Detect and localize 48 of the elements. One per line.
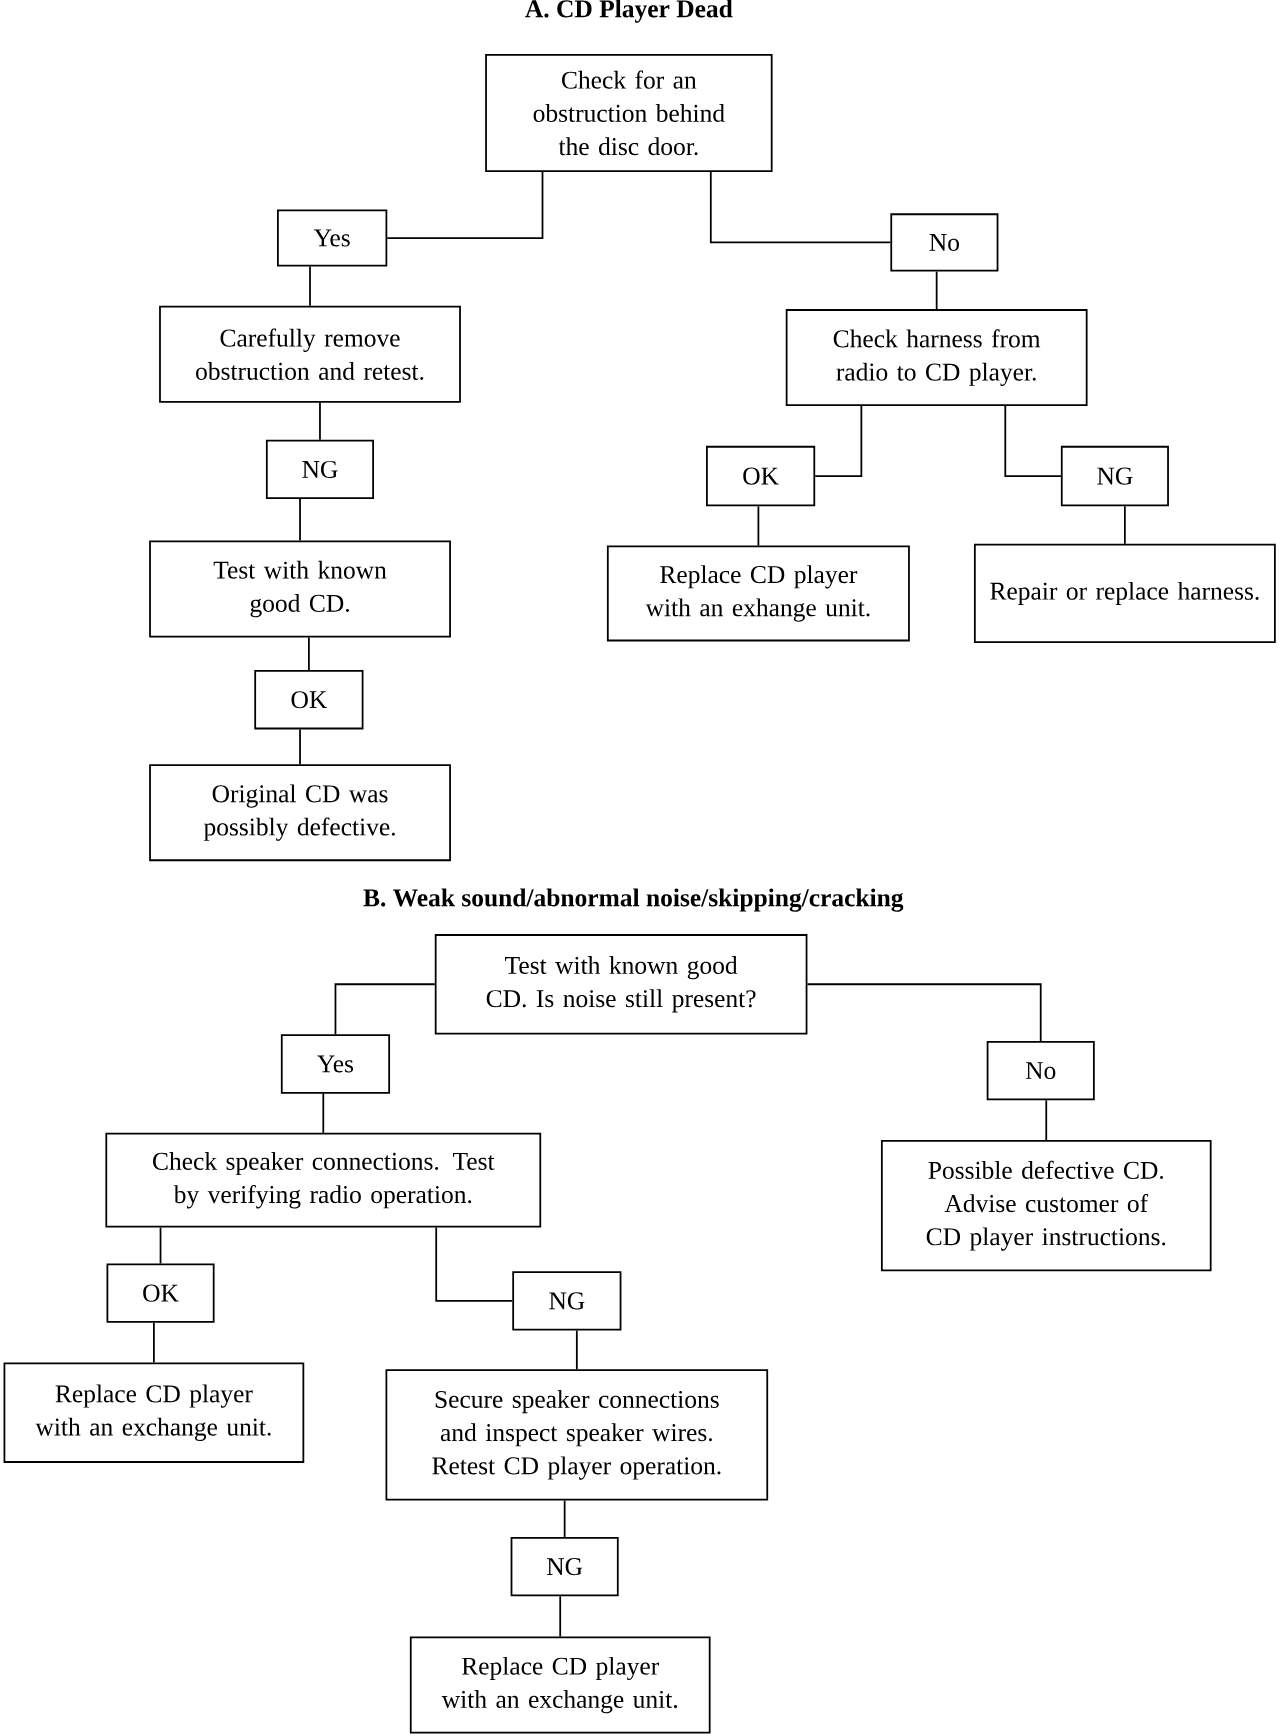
process-box: Secure speaker connections and inspect speaker wires. Retest CD player operation.	[385, 1369, 769, 1501]
connector-line	[814, 405, 863, 477]
process-box: Repair or replace harness.	[974, 543, 1276, 644]
process-box: Check speaker connections. Test by verifying radio operation.	[105, 1132, 542, 1228]
connector-line	[308, 636, 310, 671]
connector-line	[710, 171, 892, 244]
connector-line	[1004, 405, 1062, 477]
connector-line	[319, 401, 321, 441]
answer-box: NG	[510, 1536, 619, 1597]
process-box: Test with known good CD. Is noise still present?	[434, 934, 808, 1035]
answer-box: OK	[106, 1263, 215, 1323]
section-heading: B. Weak sound/abnormal noise/skipping/cracking	[363, 888, 904, 912]
connector-line	[1124, 505, 1126, 545]
process-box: Replace CD player with an exchange unit.	[409, 1636, 711, 1734]
process-box: Replace CD player with an exchange unit.	[3, 1362, 305, 1463]
connector-line	[435, 1226, 514, 1302]
connector-line	[563, 1499, 566, 1538]
answer-box: OK	[706, 445, 816, 507]
connector-line	[322, 1092, 325, 1134]
answer-box: No	[986, 1040, 1095, 1101]
connector-line	[1045, 1099, 1048, 1141]
connector-line	[299, 498, 301, 542]
process-box: Carefully remove obstruction and retest.	[159, 305, 461, 403]
connector-line	[559, 1595, 562, 1638]
connector-line	[935, 270, 938, 310]
process-box: Original CD was possibly defective.	[149, 764, 452, 862]
answer-box: OK	[254, 670, 364, 730]
answer-box: Yes	[280, 1034, 391, 1094]
connector-line	[334, 983, 436, 1036]
connector-line	[159, 1226, 162, 1265]
process-box: Check for an obstruction behind the disc door.	[485, 53, 773, 172]
answer-box: NG	[266, 439, 375, 500]
connector-line	[806, 983, 1042, 1042]
connector-line	[757, 505, 760, 547]
answer-box: NG	[512, 1271, 622, 1331]
process-box: Test with known good CD.	[149, 540, 452, 638]
answer-box: NG	[1060, 445, 1169, 507]
answer-box: Yes	[277, 209, 388, 267]
connector-line	[576, 1329, 578, 1371]
connector-line	[386, 171, 544, 239]
process-box: Check harness from radio to CD player.	[785, 309, 1088, 407]
process-box: Possible defective CD. Advise customer of CD player instructions.	[881, 1140, 1212, 1272]
connector-line	[153, 1321, 155, 1364]
answer-box: No	[890, 213, 999, 272]
process-box: Replace CD player with an exhange unit.	[607, 545, 910, 642]
connector-line	[309, 265, 311, 307]
section-heading: A. CD Player Dead	[525, 0, 733, 23]
connector-line	[299, 728, 301, 766]
